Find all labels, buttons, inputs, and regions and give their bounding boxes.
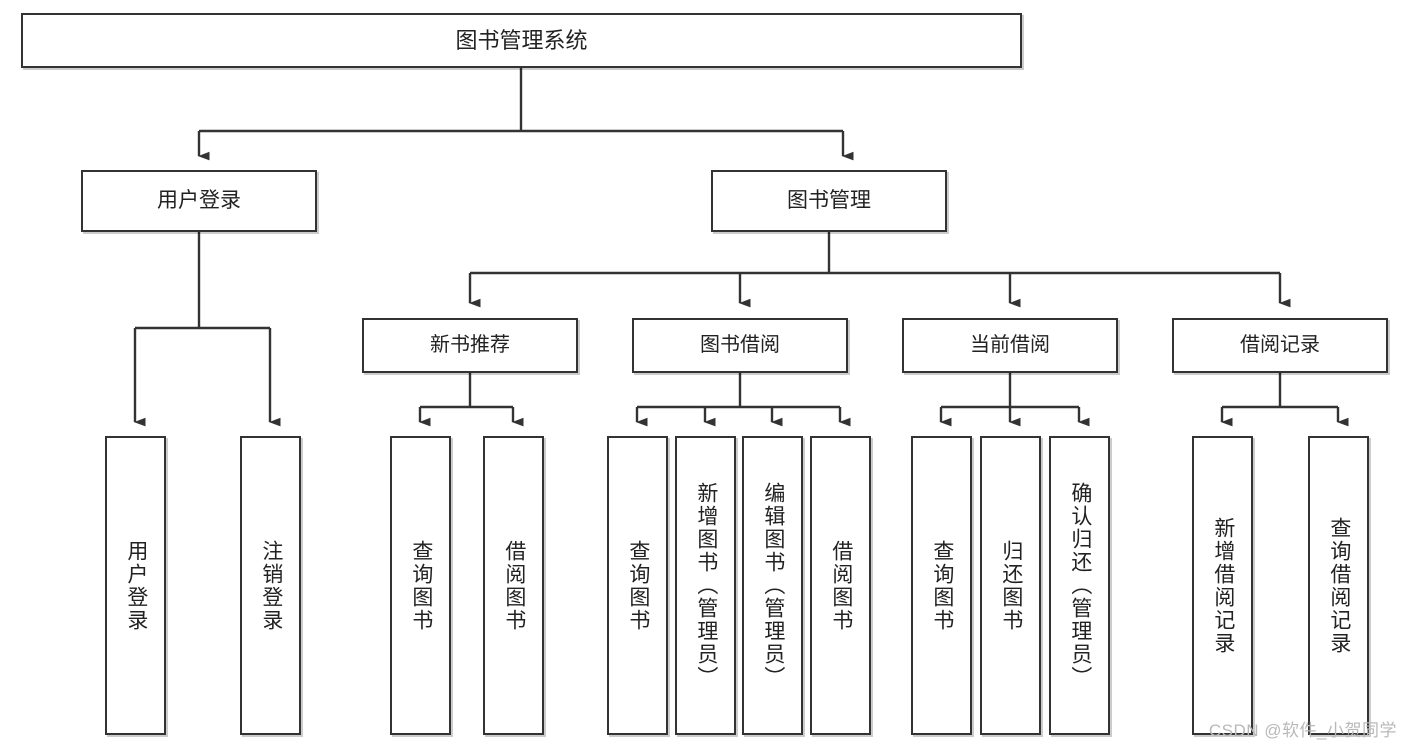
- leaf-record-add-record[interactable]: 新增借阅记录: [1192, 436, 1253, 735]
- watermark: CSDN @软件_小贺同学: [1208, 721, 1397, 740]
- node-borrow-record[interactable]: 借阅记录: [1172, 318, 1388, 373]
- node-label: 图书管理: [787, 188, 871, 212]
- node-label: 新增图书（管理员）: [694, 482, 718, 689]
- node-label: 查询图书: [409, 539, 433, 632]
- node-label: 图书借阅: [700, 333, 780, 356]
- node-label: 注销登录: [259, 539, 283, 632]
- leaf-user-login[interactable]: 用户登录: [105, 436, 166, 735]
- node-label: 归还图书: [999, 539, 1023, 632]
- leaf-borrow-add-book[interactable]: 新增图书（管理员）: [675, 436, 736, 735]
- leaf-borrow-query-book[interactable]: 查询图书: [607, 436, 668, 735]
- node-label: 查询图书: [626, 539, 650, 632]
- node-label: 图书管理系统: [455, 27, 588, 53]
- leaf-borrow-borrow-book[interactable]: 借阅图书: [810, 436, 871, 735]
- node-label: 编辑图书（管理员）: [761, 482, 785, 689]
- leaf-borrow-edit-book[interactable]: 编辑图书（管理员）: [742, 436, 803, 735]
- leaf-recommend-borrow-book[interactable]: 借阅图书: [483, 436, 544, 735]
- node-label: 查询借阅记录: [1327, 516, 1351, 655]
- node-book-management[interactable]: 图书管理: [711, 170, 947, 232]
- node-new-book-recommend[interactable]: 新书推荐: [362, 318, 578, 373]
- node-current-borrow[interactable]: 当前借阅: [902, 318, 1118, 373]
- leaf-current-query-book[interactable]: 查询图书: [911, 436, 972, 735]
- node-label: 用户登录: [124, 539, 148, 632]
- node-label: 确认归还（管理员）: [1068, 482, 1092, 689]
- leaf-record-query-record[interactable]: 查询借阅记录: [1308, 436, 1369, 735]
- leaf-current-return-book[interactable]: 归还图书: [980, 436, 1041, 735]
- leaf-recommend-query-book[interactable]: 查询图书: [390, 436, 451, 735]
- node-root-book-management-system[interactable]: 图书管理系统: [21, 13, 1022, 68]
- node-label: 用户登录: [157, 188, 241, 212]
- node-book-borrow[interactable]: 图书借阅: [632, 318, 848, 373]
- node-label: 新增借阅记录: [1211, 516, 1235, 655]
- leaf-current-confirm-return[interactable]: 确认归还（管理员）: [1049, 436, 1110, 735]
- node-label: 借阅图书: [829, 539, 853, 632]
- node-label: 新书推荐: [430, 333, 510, 356]
- node-label: 借阅图书: [502, 539, 526, 632]
- node-label: 借阅记录: [1240, 333, 1320, 356]
- node-label: 当前借阅: [970, 333, 1050, 356]
- leaf-user-logout[interactable]: 注销登录: [240, 436, 301, 735]
- node-user-login[interactable]: 用户登录: [81, 170, 317, 232]
- node-label: 查询图书: [930, 539, 954, 632]
